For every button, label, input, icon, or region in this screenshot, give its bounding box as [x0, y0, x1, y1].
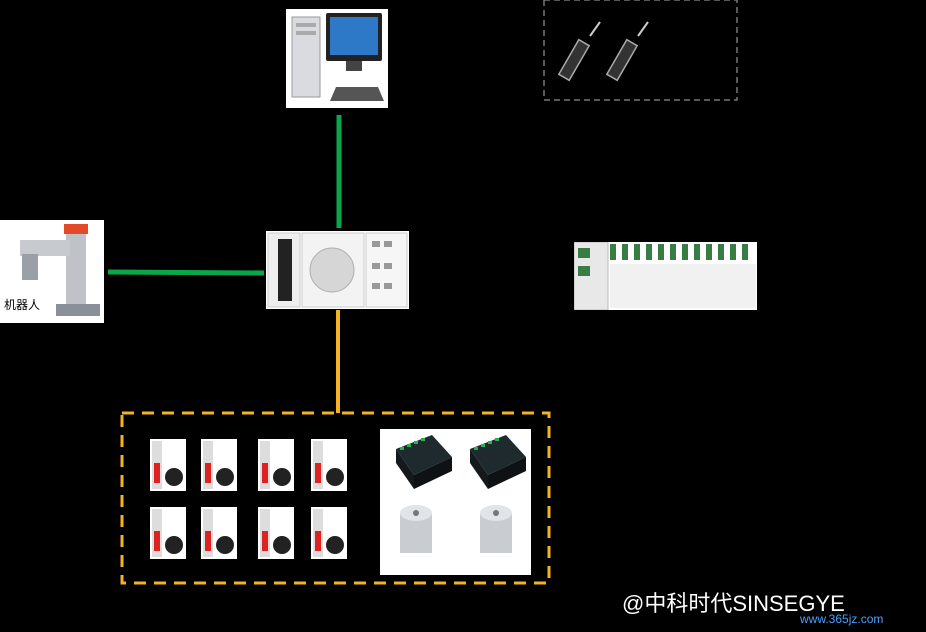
io-module-icon [470, 435, 526, 489]
servo-drive-8 [311, 507, 347, 559]
robot-controller-link [107, 269, 265, 276]
robot-label: 机器人 [4, 298, 41, 312]
connector-group [556, 18, 666, 88]
servo-drive-5 [150, 507, 186, 559]
io-sensor-panel [380, 429, 531, 575]
servo-drive-icon [152, 441, 183, 489]
servo-drive-icon [260, 509, 291, 557]
terminal-block-node [573, 241, 757, 311]
desktop-computer-icon [291, 13, 384, 101]
force-sensor-icon [400, 505, 432, 553]
servo-drive-icon [203, 509, 234, 557]
robot-arm-icon [20, 224, 100, 316]
servo-drive-7 [258, 507, 294, 559]
site-text: www.365jz.com [800, 612, 884, 626]
servo-drive-4 [311, 439, 347, 491]
servo-drive-icon [203, 441, 234, 489]
terminal-block-icon [573, 241, 756, 311]
servo-drive-icon [260, 441, 291, 489]
force-sensor-icon [480, 505, 512, 553]
io-module-icon [396, 435, 452, 489]
motion-controller-icon [267, 232, 408, 308]
servo-drive-1 [150, 439, 186, 491]
servo-drive-icon [152, 509, 183, 557]
servo-drive-6 [201, 507, 237, 559]
watermark-text: @中科时代SINSEGYE [622, 591, 845, 616]
servo-drive-2 [201, 439, 237, 491]
connector-cable-icon [557, 21, 649, 82]
robot-node: 机器人 [0, 220, 104, 323]
connector-group-frame [543, 0, 738, 101]
pc-node [286, 9, 388, 108]
servo-drive-icon [313, 441, 344, 489]
servo-drive-3 [258, 439, 294, 491]
controller-node [266, 231, 409, 309]
servo-drive-icon [313, 509, 344, 557]
servo-io-group-frame [120, 411, 551, 585]
